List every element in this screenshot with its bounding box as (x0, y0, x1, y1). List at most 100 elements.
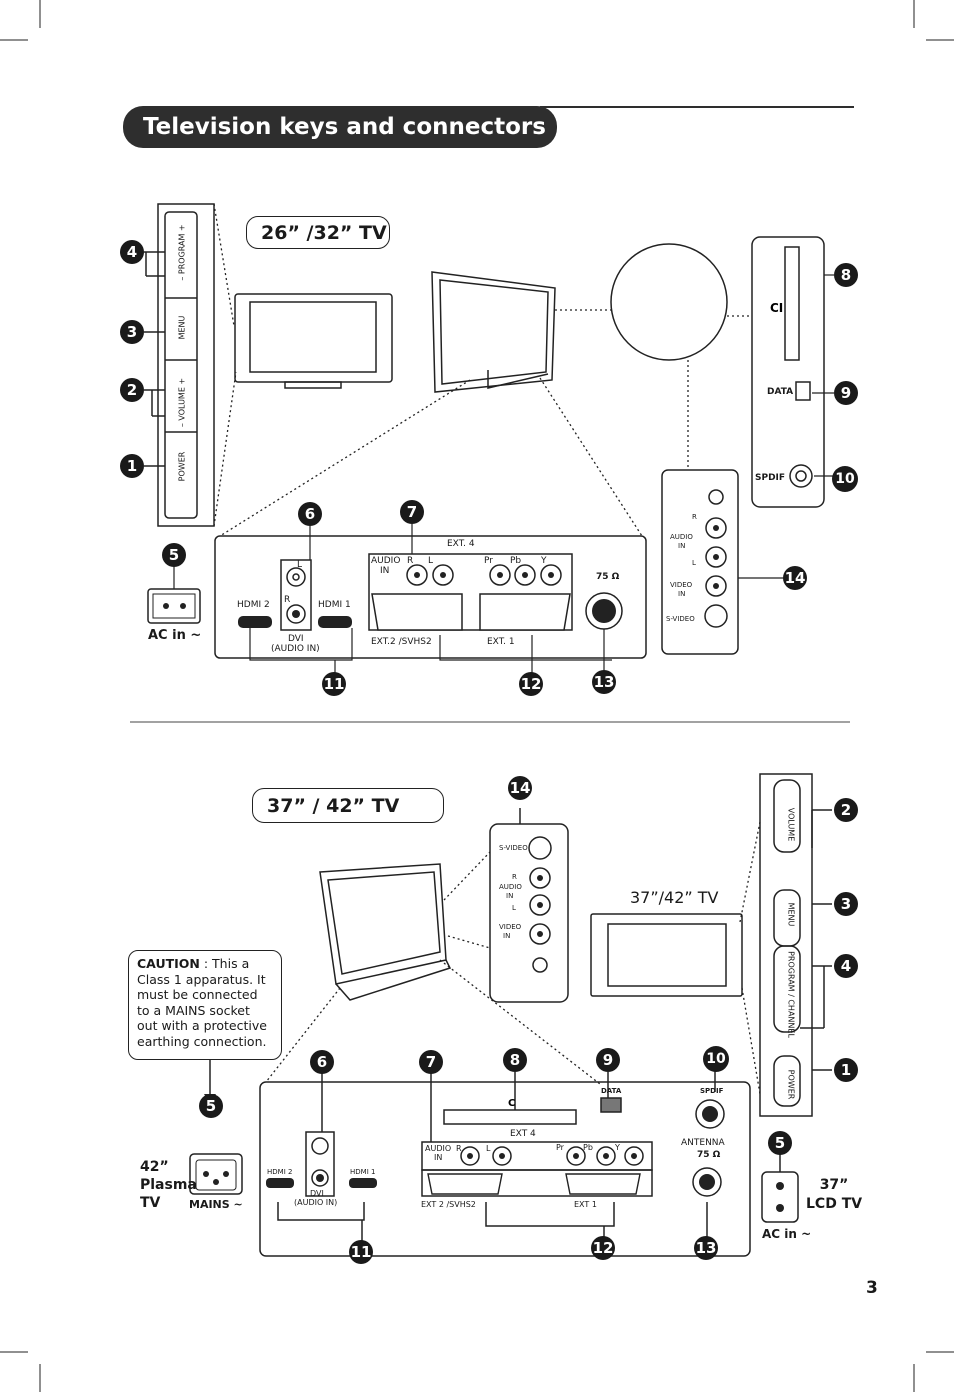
menu-key-label: MENU (177, 315, 187, 340)
ext2-label-2: EXT 2 /SVHS2 (421, 1200, 476, 1209)
audio-r-label: R (407, 556, 414, 566)
side-r-label-2: R (512, 873, 517, 881)
badge-2: 2 (120, 378, 144, 402)
side-audio-in-label-2: IN (506, 892, 514, 900)
badge-8-b: 8 (503, 1048, 527, 1072)
program-key-label-2: PROGRAM / CHANNEL (786, 951, 796, 1038)
caution-heading: CAUTION (137, 956, 200, 971)
badge-1-b: 1 (834, 1058, 858, 1082)
badge-7: 7 (400, 500, 424, 524)
badge-5-b: 5 (199, 1094, 223, 1118)
dvi-l-label: L (297, 560, 303, 570)
badge-6-b: 6 (310, 1050, 334, 1074)
side-key-panel (157, 203, 215, 527)
badge-5: 5 (162, 543, 186, 567)
ac-in-label-2: AC in ~ (762, 1227, 812, 1241)
side-audio-label-2: AUDIO (499, 883, 522, 891)
front-tv-label: 37”/42” TV (630, 888, 719, 907)
hdmi2-label: HDMI 2 (237, 600, 270, 610)
dvi-label: DVI (288, 634, 304, 644)
pr-label: Pr (484, 556, 493, 566)
audio-r-label-2: R (456, 1144, 462, 1153)
lcd-label: 37” LCD TV (806, 1176, 862, 1214)
hdmi1-label: HDMI 1 (318, 600, 351, 610)
badge-10-b: 10 (703, 1046, 729, 1072)
data-label: DATA (767, 387, 794, 397)
badge-1: 1 (120, 454, 144, 478)
badge-13: 13 (592, 670, 616, 694)
badge-4: 4 (120, 240, 144, 264)
data-port (795, 381, 811, 401)
hdmi1-label-2: HDMI 1 (350, 1168, 376, 1176)
side-r-label: R (692, 513, 697, 521)
top-diagram: CI (144, 203, 834, 674)
badge-12: 12 (519, 672, 543, 696)
badge-3-b: 3 (834, 892, 858, 916)
ext1-label-2: EXT 1 (574, 1200, 597, 1209)
y-label-2: Y (615, 1143, 620, 1152)
pr-label-2: Pr (556, 1143, 564, 1152)
data-label-2: DATA (601, 1087, 622, 1095)
badge-14: 14 (783, 566, 807, 590)
side-audio-label: AUDIO (670, 533, 693, 541)
pb-label-2: Pb (583, 1143, 593, 1152)
page-number: 3 (866, 1278, 878, 1298)
side-svideo-label-2: S-VIDEO (499, 844, 528, 852)
badge-11: 11 (322, 672, 346, 696)
badge-13-b: 13 (694, 1236, 718, 1260)
side-video-in-label: IN (678, 590, 686, 598)
page-title: Television keys and connectors (123, 106, 557, 148)
ext2-label: EXT.2 /SVHS2 (371, 637, 432, 647)
volume-key-label-2: VOLUME (786, 807, 796, 842)
badge-4-b: 4 (834, 954, 858, 978)
pb-label: Pb (510, 556, 522, 566)
badge-5-lcd: 5 (768, 1131, 792, 1155)
badge-9: 9 (834, 381, 858, 405)
mains-label: MAINS ~ (189, 1198, 243, 1211)
badge-10: 10 (832, 466, 858, 492)
badge-12-b: 12 (591, 1236, 615, 1260)
title-rule (540, 106, 854, 108)
badge-14-b: 14 (508, 776, 532, 800)
side-video-in-label-2: IN (503, 932, 511, 940)
ac-in-label: AC in ~ (148, 628, 202, 643)
y-label: Y (541, 556, 547, 566)
ohm-label-2: 75 Ω (697, 1150, 721, 1160)
caution-text: : This a Class 1 apparatus. It must be c… (137, 956, 267, 1049)
spdif-label: SPDIF (755, 473, 786, 483)
audio-l-label-2: L (486, 1144, 491, 1153)
dvi-r-label: R (284, 595, 291, 605)
ext4-label: EXT. 4 (447, 539, 475, 549)
program-key-label: – PROGRAM + (177, 224, 187, 281)
side-audio-in-label: IN (678, 542, 686, 550)
audio-in-label: IN (380, 566, 390, 576)
hdmi2-label-2: HDMI 2 (267, 1168, 293, 1176)
model-label-37-42: 37” / 42” TV (252, 788, 444, 823)
ohm-label: 75 Ω (596, 572, 620, 582)
side-video-label-2: VIDEO (499, 923, 522, 931)
plasma-tv: TV (140, 1195, 161, 1211)
side-l-label-2: L (512, 904, 516, 912)
badge-7-b: 7 (419, 1050, 443, 1074)
lcd-tv: LCD TV (806, 1196, 863, 1212)
badge-9-b: 9 (596, 1048, 620, 1072)
model-label-26-32: 26” /32” TV (246, 216, 390, 249)
audio-in-label-2: IN (434, 1153, 443, 1162)
lcd-size: 37” (819, 1177, 849, 1193)
power-key-label-2: POWER (786, 1069, 796, 1100)
bottom-diagram: C (189, 773, 832, 1257)
dvi-label-2: DVI (310, 1189, 324, 1198)
caution-note: CAUTION : This a Class 1 apparatus. It m… (128, 950, 282, 1060)
svg-text:C: C (508, 1098, 515, 1109)
antenna-label: ANTENNA (681, 1138, 725, 1148)
audio-label: AUDIO (371, 556, 401, 566)
badge-11-b: 11 (349, 1240, 373, 1264)
plasma-label: 42” Plasma TV (140, 1158, 197, 1212)
plasma-word: Plasma (140, 1177, 197, 1193)
badge-6: 6 (298, 502, 322, 526)
dvi-sub-label-2: (AUDIO IN) (294, 1198, 338, 1207)
rear-panel-37-42 (259, 1081, 751, 1257)
volume-key-label: – VOLUME + (177, 377, 187, 428)
audio-label-2: AUDIO (425, 1144, 452, 1153)
